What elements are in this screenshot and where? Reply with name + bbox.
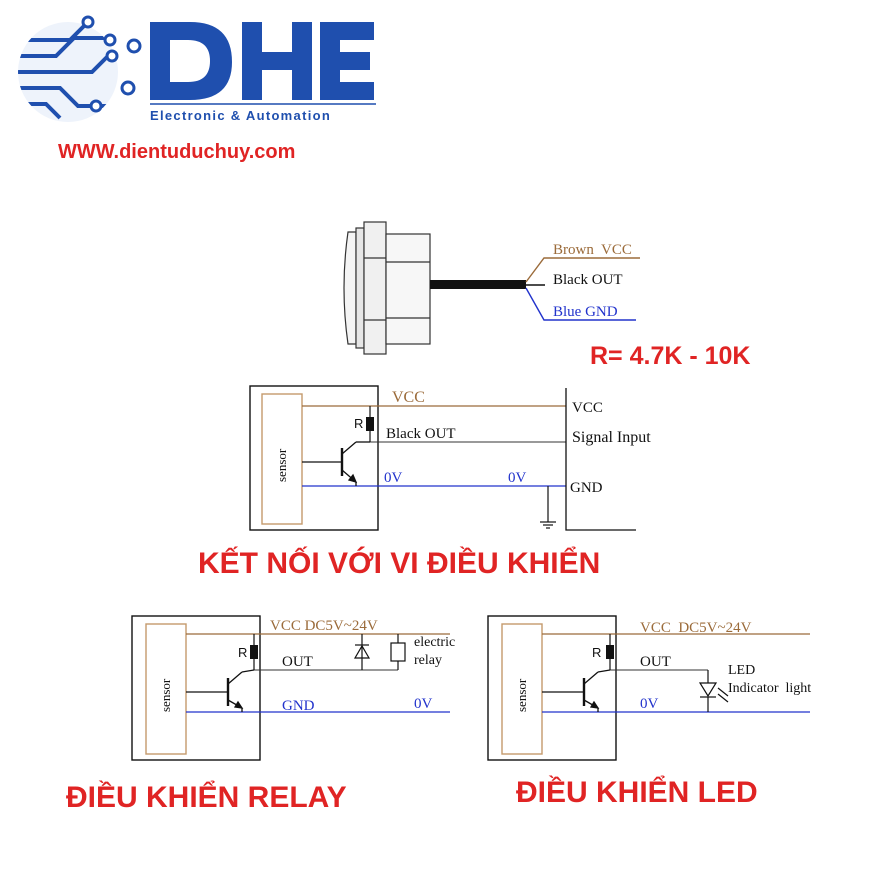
d3-led-icon — [698, 670, 729, 712]
dhe-logo: Electronic & Automation WWW.dientuduchuy… — [18, 15, 376, 163]
d2-outer-box — [131, 615, 261, 761]
d1-transistor-icon — [302, 441, 370, 486]
d2-resistor-label: R — [238, 645, 247, 660]
d1-resistor-icon — [366, 406, 374, 442]
wire-label-blue: Blue GND — [553, 304, 618, 320]
d1-right-gnd: GND — [570, 480, 603, 496]
resistor-note: R= 4.7K - 10K — [590, 342, 751, 370]
sensor-body-drawing — [343, 221, 431, 355]
d1-out-label: Black OUT — [386, 426, 456, 442]
d3-sensor-box — [501, 623, 543, 755]
d2-sensor-box — [145, 623, 187, 755]
d1-resistor-label: R — [354, 416, 363, 431]
d1-zero-v-right: 0V — [508, 470, 527, 486]
d3-led-label-1: LED — [728, 663, 755, 678]
d1-sensor-label: sensor — [274, 448, 289, 482]
d2-diode-icon — [353, 634, 371, 670]
d2-relay-label-2: relay — [414, 653, 442, 668]
d1-right-signal: Signal Input — [572, 429, 651, 446]
d3-out-label: OUT — [640, 654, 671, 670]
d1-vcc-label: VCC — [392, 389, 425, 406]
d1-ground-icon — [540, 486, 556, 529]
diagram-relay: sensor R electric relay — [66, 615, 455, 814]
d1-outer-box — [249, 385, 379, 531]
d2-caption: ĐIỀU KHIỂN RELAY — [66, 780, 347, 814]
d3-resistor-label: R — [592, 645, 601, 660]
wire-label-brown: Brown VCC — [553, 242, 632, 258]
d2-relay-coil-icon — [390, 634, 406, 670]
d1-caption: KẾT NỐI VỚI VI ĐIỀU KHIỂN — [198, 546, 600, 580]
d2-out-label: OUT — [282, 654, 313, 670]
d3-outer-box — [487, 615, 617, 761]
logo-tagline: Electronic & Automation — [150, 108, 331, 123]
d3-led-label-2: Indicator light — [728, 681, 811, 696]
d1-right-vcc: VCC — [572, 400, 603, 416]
d2-zero-v: 0V — [414, 696, 433, 712]
d2-sensor-label: sensor — [158, 678, 173, 712]
diagram-mcu: sensor R VCC Black OUT 0V 0V VC — [198, 385, 651, 580]
d2-vcc-label: VCC DC5V~24V — [270, 618, 378, 634]
circuit-globe-icon — [18, 15, 142, 122]
d3-vcc-label: VCC DC5V~24V — [640, 620, 752, 636]
website-url: WWW.dientuduchuy.com — [58, 141, 295, 163]
d3-caption: ĐIỀU KHIỂN LED — [516, 775, 758, 809]
sensor-cable — [430, 280, 526, 289]
d2-gnd-label: GND — [282, 698, 315, 714]
d3-zero-v: 0V — [640, 696, 659, 712]
d3-resistor-icon — [606, 634, 614, 670]
diagram-led: sensor R LED Indicator light — [487, 615, 811, 809]
d3-transistor-icon — [542, 669, 611, 712]
d2-transistor-icon — [186, 669, 255, 712]
d1-mcu-bracket — [565, 388, 636, 531]
dhe-letters — [150, 22, 374, 100]
d3-sensor-label: sensor — [514, 678, 529, 712]
d1-sensor-box — [261, 393, 303, 525]
wire-label-black: Black OUT — [553, 272, 623, 288]
sensor-wires — [525, 257, 640, 321]
d2-relay-label-1: electric — [414, 635, 455, 650]
d1-zero-v-left: 0V — [384, 470, 403, 486]
d2-resistor-icon — [250, 634, 258, 670]
